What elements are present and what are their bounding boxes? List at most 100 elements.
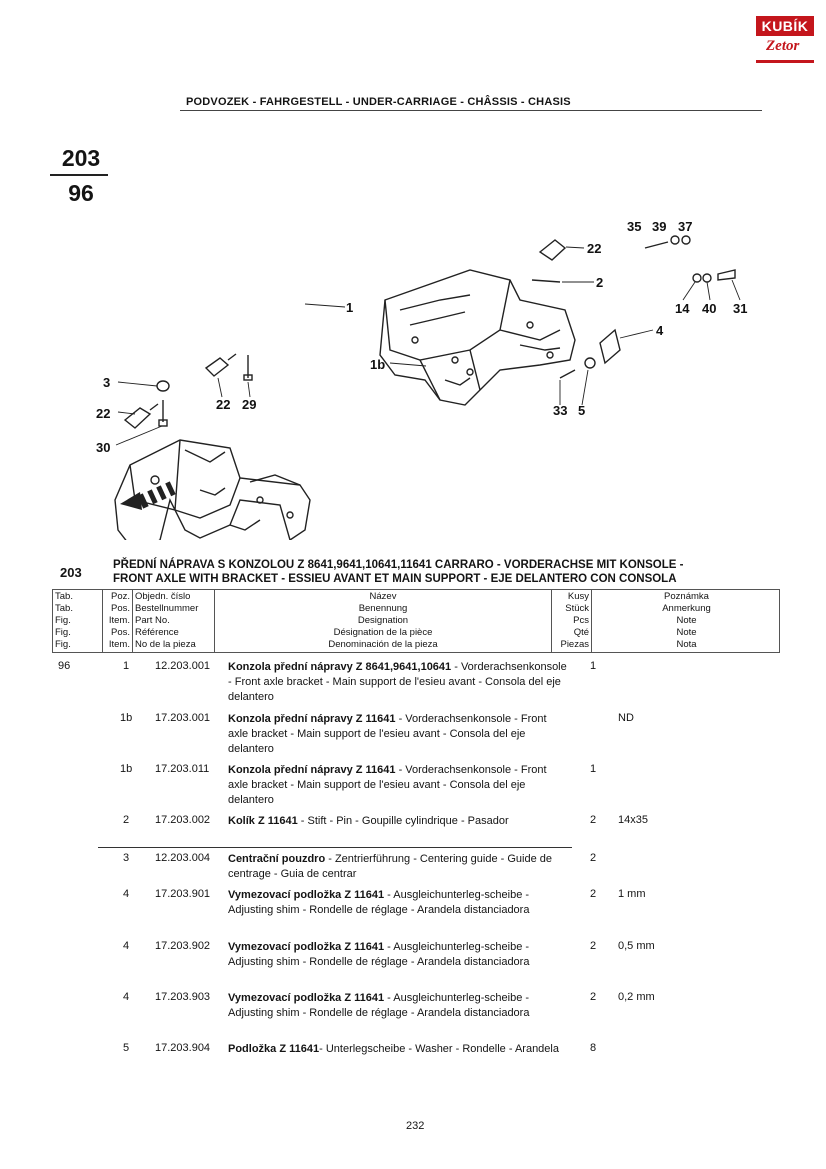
header-pos-line: Poz. bbox=[110, 591, 130, 602]
row-designation-cz: Kolík Z 11641 bbox=[228, 815, 298, 827]
row-part-number: 17.203.011 bbox=[155, 763, 210, 775]
table-header-row: Tab.Tab.Fig.Fig.Fig. Poz.Pos.Item.Pos.It… bbox=[52, 589, 780, 653]
row-quantity: 2 bbox=[589, 888, 597, 900]
row-quantity: 2 bbox=[589, 814, 597, 826]
row-designation-translations: - Unterlegscheibe - Washer - Rondelle - … bbox=[319, 1043, 559, 1055]
direction-arrow bbox=[120, 481, 176, 510]
row-designation: Vymezovací podložka Z 11641 - Ausgleichu… bbox=[228, 940, 568, 970]
row-note: 0,5 mm bbox=[618, 940, 655, 952]
figure-subnumber: 96 bbox=[68, 180, 94, 206]
callout-31: 31 bbox=[733, 301, 747, 316]
row-designation: Konzola přední nápravy Z 11641 - Vordera… bbox=[228, 763, 568, 808]
header-part-line: No de la pieza bbox=[135, 639, 196, 650]
callout-2: 2 bbox=[596, 275, 603, 290]
row-note: 1 mm bbox=[618, 888, 646, 900]
diagram-leader-lines bbox=[115, 246, 741, 446]
row-designation-translations: - Vorderachsenkonsole - Front axle brack… bbox=[228, 661, 567, 703]
row-note: 0,2 mm bbox=[618, 991, 655, 1003]
logo-underline bbox=[756, 60, 814, 63]
row-designation: Vymezovací podložka Z 11641 - Ausgleichu… bbox=[228, 991, 568, 1021]
row-designation-cz: Vymezovací podložka Z 11641 bbox=[228, 992, 385, 1004]
header-note-line: Anmerkung bbox=[662, 603, 711, 614]
header-pos: Poz.Pos.Item.Pos.Item. bbox=[103, 590, 133, 652]
header-pos-line: Item. bbox=[108, 615, 130, 626]
logo-brand-text: KUBÍK bbox=[761, 18, 809, 34]
section-title-line2: FRONT AXLE WITH BRACKET - ESSIEU AVANT E… bbox=[113, 573, 677, 585]
right-bracket-drawing bbox=[379, 269, 576, 406]
callout-30: 30 bbox=[96, 440, 110, 455]
row-designation: Podložka Z 11641- Unterlegscheibe - Wash… bbox=[228, 1042, 568, 1057]
row-designation-cz: Centrační pouzdro bbox=[228, 853, 326, 865]
header-part-line: Part No. bbox=[135, 615, 170, 626]
row-designation-cz: Podložka Z 11641 bbox=[228, 1043, 320, 1055]
rows-divider bbox=[98, 847, 572, 848]
callout-1b: 1b bbox=[370, 357, 385, 372]
header-pos-line: Pos. bbox=[110, 627, 130, 638]
header-note-line: Note bbox=[676, 615, 697, 626]
section-number: 203 bbox=[60, 565, 82, 580]
row-part-number: 17.203.001 bbox=[155, 712, 211, 724]
callout-37: 37 bbox=[678, 219, 692, 234]
row-note: ND bbox=[618, 712, 634, 724]
row-position: 4 bbox=[122, 991, 130, 1003]
row-quantity: 2 bbox=[589, 940, 597, 952]
figure-divider bbox=[50, 174, 108, 176]
right-small-parts bbox=[531, 235, 736, 379]
callout-39: 39 bbox=[652, 219, 666, 234]
row-position: 5 bbox=[122, 1042, 130, 1054]
callout-1: 1 bbox=[346, 300, 353, 315]
callout-29: 29 bbox=[242, 397, 256, 412]
section-title-line1: PŘEDNÍ NÁPRAVA S KONZOLOU Z 8641,9641,10… bbox=[113, 559, 684, 571]
header-qty-line: Kusy bbox=[567, 591, 589, 602]
callout-4: 4 bbox=[656, 323, 664, 338]
row-designation-translations: - Vorderachsenkonsole - Front axle brack… bbox=[228, 764, 547, 806]
row-designation-cz: Konzola přední nápravy Z 11641 bbox=[228, 764, 396, 776]
header-name-line: Název bbox=[369, 591, 397, 602]
brand-logo: KUBÍK Zetor bbox=[756, 16, 814, 68]
header-tab-line: Fig. bbox=[55, 615, 71, 626]
logo-sub-text: Zetor bbox=[766, 38, 800, 54]
row-quantity: 2 bbox=[589, 991, 597, 1003]
callout-5: 5 bbox=[578, 403, 585, 418]
header-note-line: Note bbox=[676, 627, 697, 638]
row-quantity: 1 bbox=[589, 763, 597, 775]
row-designation: Konzola přední nápravy Z 8641,9641,10641… bbox=[228, 660, 568, 705]
header-divider bbox=[180, 110, 762, 111]
header-part-line: Objedn. číslo bbox=[135, 591, 191, 602]
callout-22-left: 22 bbox=[96, 406, 110, 421]
row-position: 1b bbox=[120, 712, 133, 724]
header-tab: Tab.Tab.Fig.Fig.Fig. bbox=[53, 590, 103, 652]
callout-35: 35 bbox=[627, 219, 641, 234]
header-tab-line: Tab. bbox=[55, 591, 73, 602]
row-designation-translations: - Zentrierführung - Centering guide - Gu… bbox=[228, 853, 553, 880]
header-tab-line: Tab. bbox=[55, 603, 73, 614]
callout-22-mid: 22 bbox=[216, 397, 230, 412]
row-designation: Vymezovací podložka Z 11641 - Ausgleichu… bbox=[228, 888, 568, 918]
header-qty-line: Stück bbox=[565, 603, 589, 614]
header-part-line: Bestellnummer bbox=[135, 603, 199, 614]
header-name-line: Designation bbox=[357, 615, 409, 626]
callout-14: 14 bbox=[675, 301, 690, 316]
logo-sub-band: Zetor bbox=[756, 38, 814, 58]
row-position: 4 bbox=[122, 888, 130, 900]
row-designation-cz: Vymezovací podložka Z 11641 bbox=[228, 941, 385, 953]
header-tab-line: Fig. bbox=[55, 627, 71, 638]
row-position: 2 bbox=[122, 814, 130, 826]
header-note-line: Nota bbox=[676, 639, 697, 650]
header-qty-line: Pcs bbox=[573, 615, 589, 626]
header-qty-line: Piezas bbox=[560, 639, 589, 650]
header-name-line: Denominación de la pieza bbox=[328, 639, 438, 650]
row-part-number: 17.203.901 bbox=[155, 888, 211, 900]
row-note: 14x35 bbox=[618, 814, 648, 826]
header-qty-line: Qté bbox=[573, 627, 589, 638]
row-quantity: 8 bbox=[589, 1042, 597, 1054]
callout-33: 33 bbox=[553, 403, 567, 418]
exploded-parts-diagram: 1 3 22 22 29 30 35 39 37 22 2 14 40 31 4… bbox=[96, 219, 747, 540]
row-designation-translations: - Ausgleichunterleg-scheibe - Adjusting … bbox=[228, 941, 530, 968]
logo-top-band: KUBÍK bbox=[756, 16, 814, 36]
row-part-number: 17.203.904 bbox=[155, 1042, 211, 1054]
row-designation-cz: Konzola přední nápravy Z 8641,9641,10641 bbox=[228, 661, 452, 673]
row-position: 1b bbox=[120, 763, 133, 775]
header-part-line: Référence bbox=[135, 627, 179, 638]
